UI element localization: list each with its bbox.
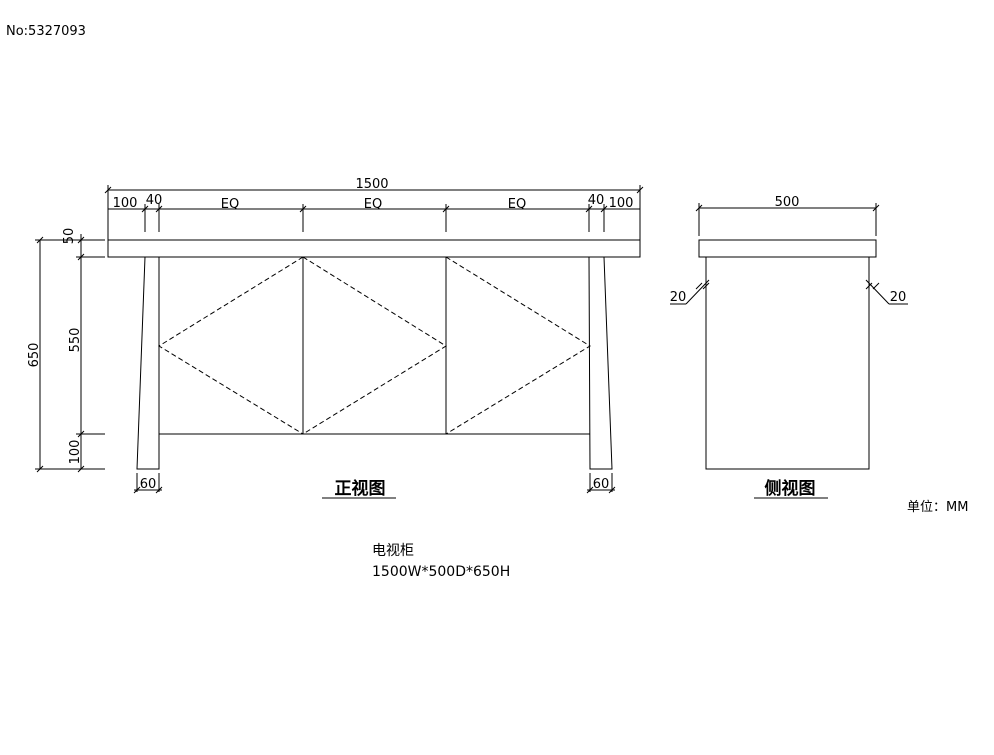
dim-inset-right: 20 [890, 290, 907, 305]
product-size: 1500W*500D*650H [372, 564, 510, 580]
dim-seg-2: 40 [146, 193, 163, 208]
dim-height-bottom: 100 [68, 440, 83, 465]
front-view: 1500 100 40 EQ EQ EQ 40 100 650 [27, 177, 644, 499]
dim-depth: 500 [775, 195, 800, 210]
dim-height-middle: 550 [68, 328, 83, 353]
side-view-title: 侧视图 [765, 478, 816, 499]
side-view: 500 20 20 侧视图 [670, 195, 908, 499]
dim-overall-width: 1500 [355, 177, 388, 192]
front-right-leg [588, 256, 613, 470]
dim-height-top: 50 [62, 228, 77, 245]
product-name: 电视柜 [372, 543, 414, 559]
dim-seg-1: 100 [113, 196, 138, 211]
front-door-swing-right [445, 256, 591, 435]
front-door-swing-middle [302, 256, 447, 435]
front-view-title: 正视图 [335, 478, 386, 499]
dim-seg-5: EQ [508, 197, 526, 212]
dim-inset-left: 20 [670, 290, 687, 305]
front-door-swing-left [158, 256, 304, 435]
dim-seg-6: 40 [588, 193, 605, 208]
dim-seg-3: EQ [221, 197, 239, 212]
drawing-id: No:5327093 [6, 24, 86, 39]
dim-leg-left: 60 [140, 477, 157, 492]
units-label: 单位：MM [907, 500, 968, 515]
front-left-leg [136, 256, 160, 470]
side-body [705, 256, 870, 470]
dim-seg-4: EQ [364, 197, 382, 212]
side-top-board [698, 239, 877, 258]
dim-height-total: 650 [27, 343, 42, 368]
dim-seg-7: 100 [609, 196, 634, 211]
front-top-board [107, 239, 641, 258]
dim-leg-right: 60 [593, 477, 610, 492]
